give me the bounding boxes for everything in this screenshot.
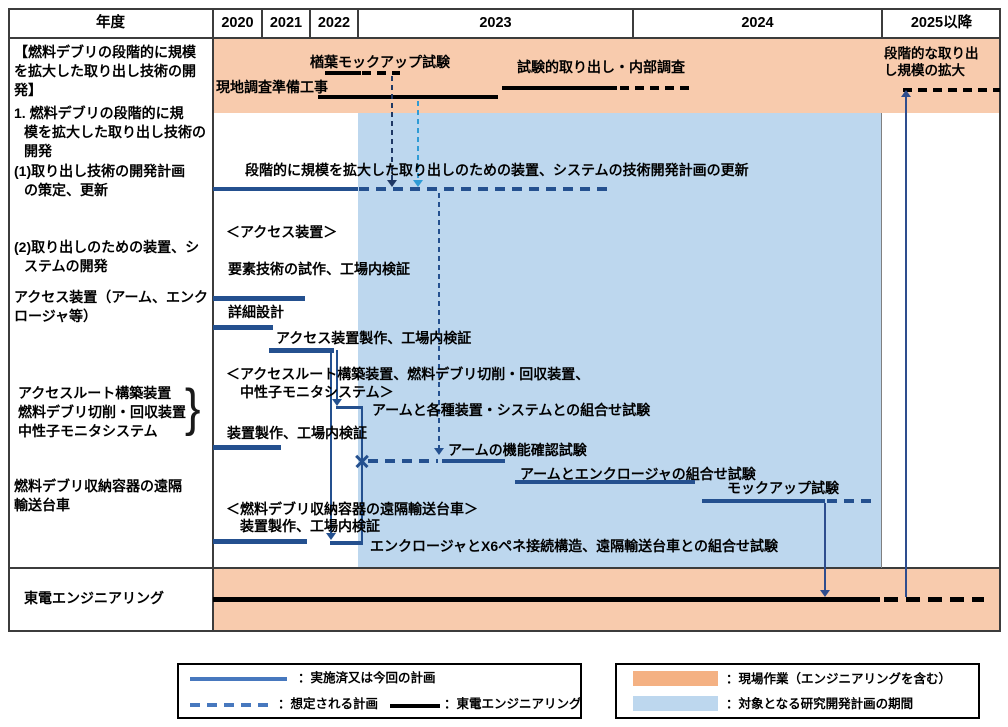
arm-function-bar-solid xyxy=(442,459,505,463)
left-panel-item-devices: (2)取り出しのための装置、シ ステムの開発 xyxy=(14,239,200,274)
mockup-bar-planned xyxy=(827,499,875,503)
left-panel-item-plan: (1)取り出し技術の開発計画 の策定、更新 xyxy=(14,163,186,198)
connector-naraha-down xyxy=(391,76,393,180)
connector-armcombo-down xyxy=(361,406,363,542)
legend-field-work-swatch xyxy=(633,671,718,686)
naraha-bar-planned xyxy=(362,71,400,75)
arrow-down-toden xyxy=(820,590,830,597)
element-trial-label: 要素技術の試作、工場内検証 xyxy=(228,261,410,277)
mockup-label: モックアップ試験 xyxy=(727,480,839,496)
arm-function-bar-planned xyxy=(368,459,438,463)
legend-dashed-line-swatch xyxy=(190,703,270,707)
year-header-cell-2025: 2025以降 xyxy=(910,15,973,31)
element-trial-bar xyxy=(213,296,305,301)
year-header-cell-2021: 2021 xyxy=(269,15,303,31)
connector-toden-up xyxy=(905,97,907,597)
trial-retrieval-bar-planned xyxy=(620,86,690,90)
plan-update-bar-planned xyxy=(359,187,611,191)
trial-retrieval-label: 試験的取り出し・内部調査 xyxy=(517,59,685,75)
col-line-2021 xyxy=(261,8,263,38)
connector-fab-long-down xyxy=(330,350,332,533)
connector-plan-to-armtest xyxy=(438,193,440,448)
col-line-2025-body xyxy=(881,113,882,568)
legend-rd-period-label: ：対象となる研究開発計画の期間 xyxy=(726,697,914,711)
naraha-mockup-label: 楢葉モックアップ試験 xyxy=(310,54,450,70)
col-line-2025 xyxy=(881,8,883,38)
legend-field-work-label: ：現場作業（エンジニアリングを含む） xyxy=(726,672,952,686)
arrow-down-survey xyxy=(413,180,423,187)
connector-fab-short-down xyxy=(336,350,338,399)
arrow-up-scale-expansion xyxy=(901,90,911,97)
enclosure-x6-bar xyxy=(330,541,363,545)
left-panel-divider xyxy=(212,8,214,632)
toden-bar-planned xyxy=(884,597,984,602)
brace-icon: } xyxy=(184,379,201,437)
detail-design-label: 詳細設計 xyxy=(228,304,284,320)
arm-enclosure-bar xyxy=(515,480,695,484)
site-survey-label: 現地調査準備工事 xyxy=(216,79,328,95)
mockup-bar-solid xyxy=(702,499,825,503)
toden-row-divider xyxy=(8,567,1001,569)
year-header-cell: 年度 xyxy=(96,15,125,31)
access-fab-label: アクセス装置製作、工場内検証 xyxy=(276,330,472,346)
arrow-down-armtest xyxy=(434,448,444,455)
toden-bar-solid xyxy=(213,597,880,602)
col-line-2024 xyxy=(632,8,634,38)
left-panel-item-route: アクセスルート構築装置 燃料デブリ切削・回収装置 中性子モニタシステム xyxy=(18,385,186,439)
legend-rd-period-swatch xyxy=(633,696,718,711)
arrow-down-to-x6line xyxy=(326,533,336,540)
legend-toden-line-swatch xyxy=(390,704,440,708)
year-header-cell-2022: 2022 xyxy=(317,15,351,31)
left-panel-item-1: 1. 燃料デブリの段階的に規 模を拡大した取り出し技術の 開発 xyxy=(14,105,206,159)
left-panel-item-title: 【燃料デブリの段階的に規模 を拡大した取り出し技術の開 発】 xyxy=(14,44,196,98)
carriage-fab-label: 装置製作、工場内検証 xyxy=(240,518,380,534)
year-header-cell-2024: 2024 xyxy=(741,15,774,31)
enclosure-x6-label: エンクロージャとX6ペネ接続構造、遠隔輸送台車との組合せ試験 xyxy=(370,538,779,554)
arm-combination-label: アームと各種装置・システムとの組合せ試験 xyxy=(372,402,651,418)
access-fab-bar xyxy=(269,348,334,353)
left-panel-item-access: アクセス装置（アーム、エンク ロージャ等） xyxy=(14,289,209,324)
carriage-fab-bar xyxy=(213,539,307,544)
detail-design-bar xyxy=(213,325,273,330)
route-fab-bar xyxy=(213,445,281,450)
legend-toden-label: ：東電エンジニアリング xyxy=(444,697,582,711)
plan-update-label: 段階的に規模を拡大した取り出しのための装置、システムの技術開発計画の更新 xyxy=(245,162,749,178)
site-survey-bar xyxy=(318,95,498,99)
route-heading: ＜アクセスルート構築装置、燃料デブリ切削・回収装置、 中性子モニタシステム＞ xyxy=(226,366,590,400)
year-header-cell-2023: 2023 xyxy=(479,15,512,31)
legend-box-line-styles xyxy=(177,663,582,719)
route-fab-label: 装置製作、工場内検証 xyxy=(227,425,367,441)
plan-update-bar-solid xyxy=(213,187,358,191)
arrow-down-naraha xyxy=(387,180,397,187)
header-divider xyxy=(8,37,1001,39)
connector-survey-down xyxy=(417,101,419,180)
table-outer-border xyxy=(8,8,1001,632)
arrow-down-to-armcombo xyxy=(332,399,342,406)
arm-combination-bar xyxy=(336,406,363,409)
year-header-cell-2020: 2020 xyxy=(221,15,254,31)
naraha-bar-solid xyxy=(325,71,361,75)
scale-expansion-bar-planned xyxy=(903,88,1000,92)
trial-retrieval-bar-solid xyxy=(502,86,617,90)
access-device-heading: ＜アクセス装置＞ xyxy=(226,224,338,240)
legend-assumed-plan-label: ：想定される計画 xyxy=(278,697,379,711)
arm-enclosure-label: アームとエンクロージャの組合せ試験 xyxy=(520,466,756,482)
left-panel-item-carriage: 燃料デブリ収納容器の遠隔 輸送台車 xyxy=(14,478,182,513)
connector-mockup-to-toden xyxy=(824,503,826,590)
legend-solid-line-swatch xyxy=(190,677,287,681)
col-line-2022 xyxy=(309,8,311,38)
left-panel-item-toden: 東電エンジニアリング xyxy=(24,590,164,606)
field-work-band-top xyxy=(213,39,1001,113)
col-line-2023 xyxy=(357,8,359,38)
legend-done-plan-label: ：実施済又は今回の計画 xyxy=(298,671,436,685)
carriage-heading: ＜燃料デブリ収納容器の遠隔輸送台車＞ xyxy=(226,501,478,517)
arm-function-label: アームの機能確認試験 xyxy=(448,442,587,458)
scale-expansion-label: 段階的な取り出 し規模の拡大 xyxy=(884,46,979,78)
